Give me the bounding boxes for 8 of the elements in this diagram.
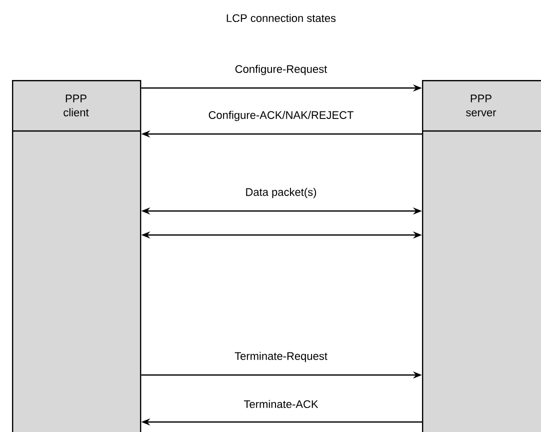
edge-label: Data packet(s): [244, 186, 318, 200]
edge-label: Configure-Request: [234, 64, 328, 76]
edge-label: Terminate-ACK: [242, 398, 320, 410]
column-box: PPP client: [12, 80, 142, 432]
edge-label: Configure-ACK/NAK/REJECT: [207, 110, 355, 122]
edge-label: Terminate-Request: [234, 350, 328, 364]
title: LCP connection states: [226, 14, 336, 22]
column-box: PPP server: [422, 80, 541, 432]
